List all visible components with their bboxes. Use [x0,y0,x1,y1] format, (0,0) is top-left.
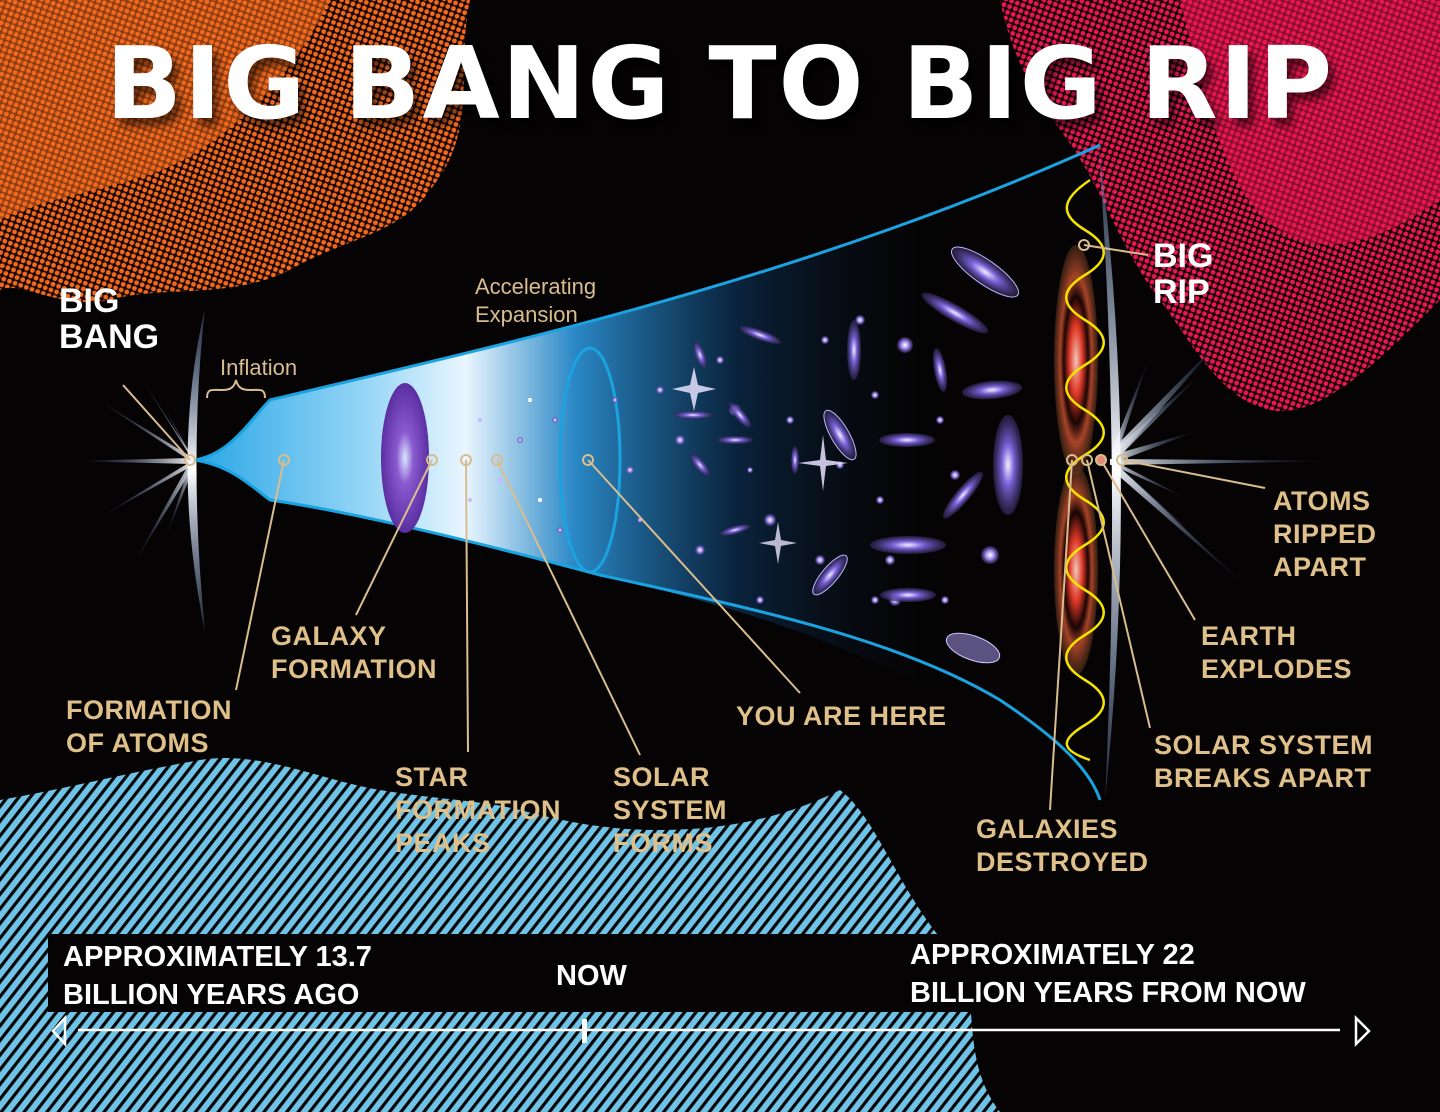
galaxies [673,246,1023,664]
event-markers [184,239,1128,466]
timeline-start-arrow-icon [51,1014,67,1048]
torn-galaxy-lower [1054,465,1098,675]
poster-title: BIG BANG TO BIG RIP [105,25,1335,142]
timeline-now-label: NOW [556,960,627,992]
inflation-brace [206,379,266,399]
now-tick [582,1019,587,1043]
present-day-ring [558,346,622,574]
inflation-label: Inflation [220,355,298,380]
galaxy-formation-disc [381,383,429,533]
stretched-wave [1065,178,1105,762]
big-rip-burst [1110,330,1345,590]
big-bang-burst [70,360,194,570]
leader-lines [122,244,1266,811]
torn-galaxy-upper [1054,245,1098,475]
star-field [468,315,999,606]
big-rip-label: BIG RIP [1153,237,1214,311]
timeline-label-band [48,934,1398,1012]
big-rip-wavefront [1098,140,1121,800]
big-bang-label: BIG BANG [59,282,160,356]
big-bang-wavefront [187,308,205,632]
accelerating-expansion-label: Accelerating Expansion [475,274,597,327]
event-you-are-here: YOU ARE HERE [736,701,947,731]
timeline-end-arrow-icon [1354,1014,1371,1048]
